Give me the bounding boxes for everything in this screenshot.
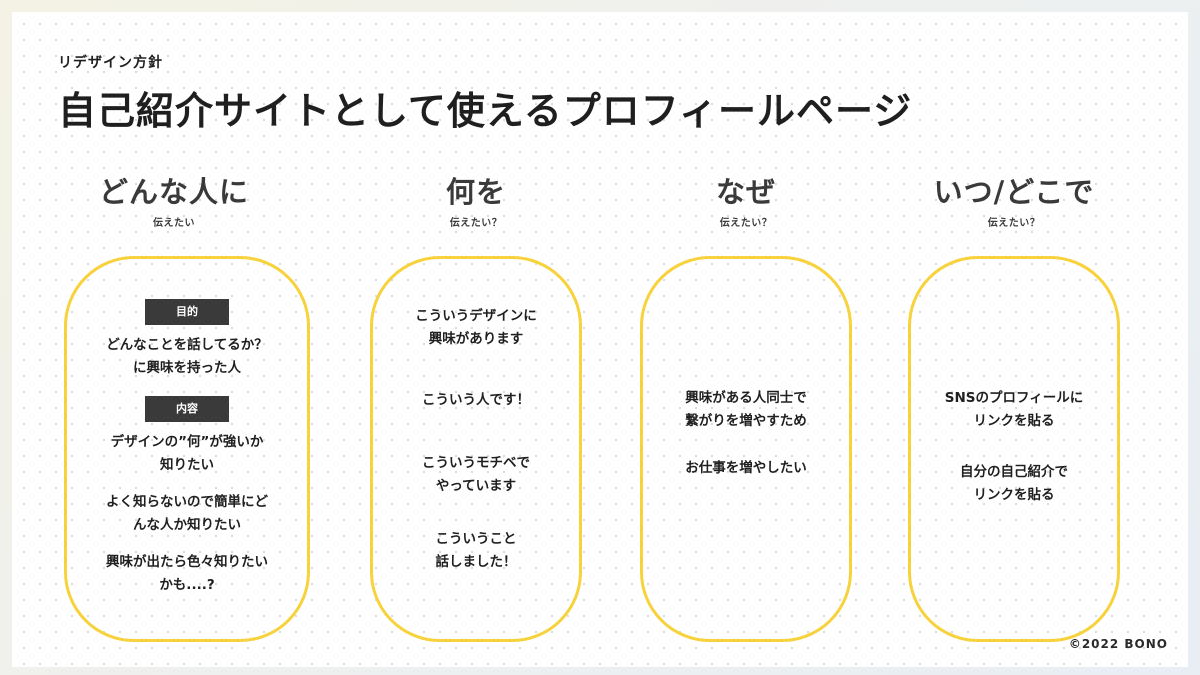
- card-what: こういうデザインに 興味があります こういう人です！ こういうモチベで やってい…: [370, 256, 582, 642]
- column-subheading: 伝えたい: [153, 218, 195, 229]
- column-who: どんな人に 伝えたい 目的 どんなことを話してるか？ に興味を持った人 内容 デ…: [64, 172, 310, 642]
- card-item: どんなことを話してるか？ に興味を持った人: [106, 337, 268, 376]
- card-item: 興味がある人同士で 繋がりを増やすため: [685, 390, 807, 429]
- card-when-where: SNSのプロフィールに リンクを貼る 自分の自己紹介で リンクを貼る: [908, 256, 1120, 642]
- card-who: 目的 どんなことを話してるか？ に興味を持った人 内容 デザインの”何”が強いか…: [64, 256, 310, 642]
- card-item: お仕事を増やしたい: [685, 460, 807, 476]
- column-when-where: いつ/どこで 伝えたい？ SNSのプロフィールに リンクを貼る 自分の自己紹介で…: [908, 172, 1120, 642]
- card-item: SNSのプロフィールに リンクを貼る: [944, 390, 1084, 429]
- column-heading: いつ/どこで: [933, 175, 1095, 209]
- tag-content: 内容: [145, 396, 229, 422]
- column-subheading: 伝えたい？: [987, 218, 1041, 229]
- card-why: 興味がある人同士で 繋がりを増やすため お仕事を増やしたい: [640, 256, 852, 642]
- column-what: 何を 伝えたい？ こういうデザインに 興味があります こういう人です！ こういう…: [370, 172, 582, 642]
- card-item: こういうデザインに 興味があります: [415, 308, 537, 347]
- tag-purpose: 目的: [145, 299, 229, 325]
- column-subheading: 伝えたい？: [449, 218, 503, 229]
- card-item: こういう人です！: [422, 392, 530, 408]
- column-heading: なぜ: [715, 175, 776, 209]
- card-item: 興味が出たら色々知りたい かも....?: [106, 554, 268, 593]
- column-subheading: 伝えたい？: [719, 218, 773, 229]
- column-why: なぜ 伝えたい？ 興味がある人同士で 繋がりを増やすため お仕事を増やしたい: [640, 172, 852, 642]
- card-item: よく知らないので簡単にど んな人か知りたい: [106, 494, 268, 533]
- column-heading: どんな人に: [98, 175, 249, 209]
- slide-subtitle: リデザイン方針: [58, 55, 163, 71]
- card-item: こういうこと 話しました！: [435, 531, 517, 570]
- copyright: ©2022 BONO: [1068, 637, 1168, 651]
- slide-title: 自己紹介サイトとして使えるプロフィールページ: [58, 89, 913, 133]
- card-item: 自分の自己紹介で リンクを貼る: [960, 464, 1068, 503]
- slide: リデザイン方針 自己紹介サイトとして使えるプロフィールページ どんな人に 伝えた…: [12, 12, 1188, 667]
- column-heading: 何を: [445, 175, 506, 209]
- card-item: デザインの”何”が強いか 知りたい: [110, 434, 264, 473]
- card-item: こういうモチベで やっています: [422, 455, 530, 494]
